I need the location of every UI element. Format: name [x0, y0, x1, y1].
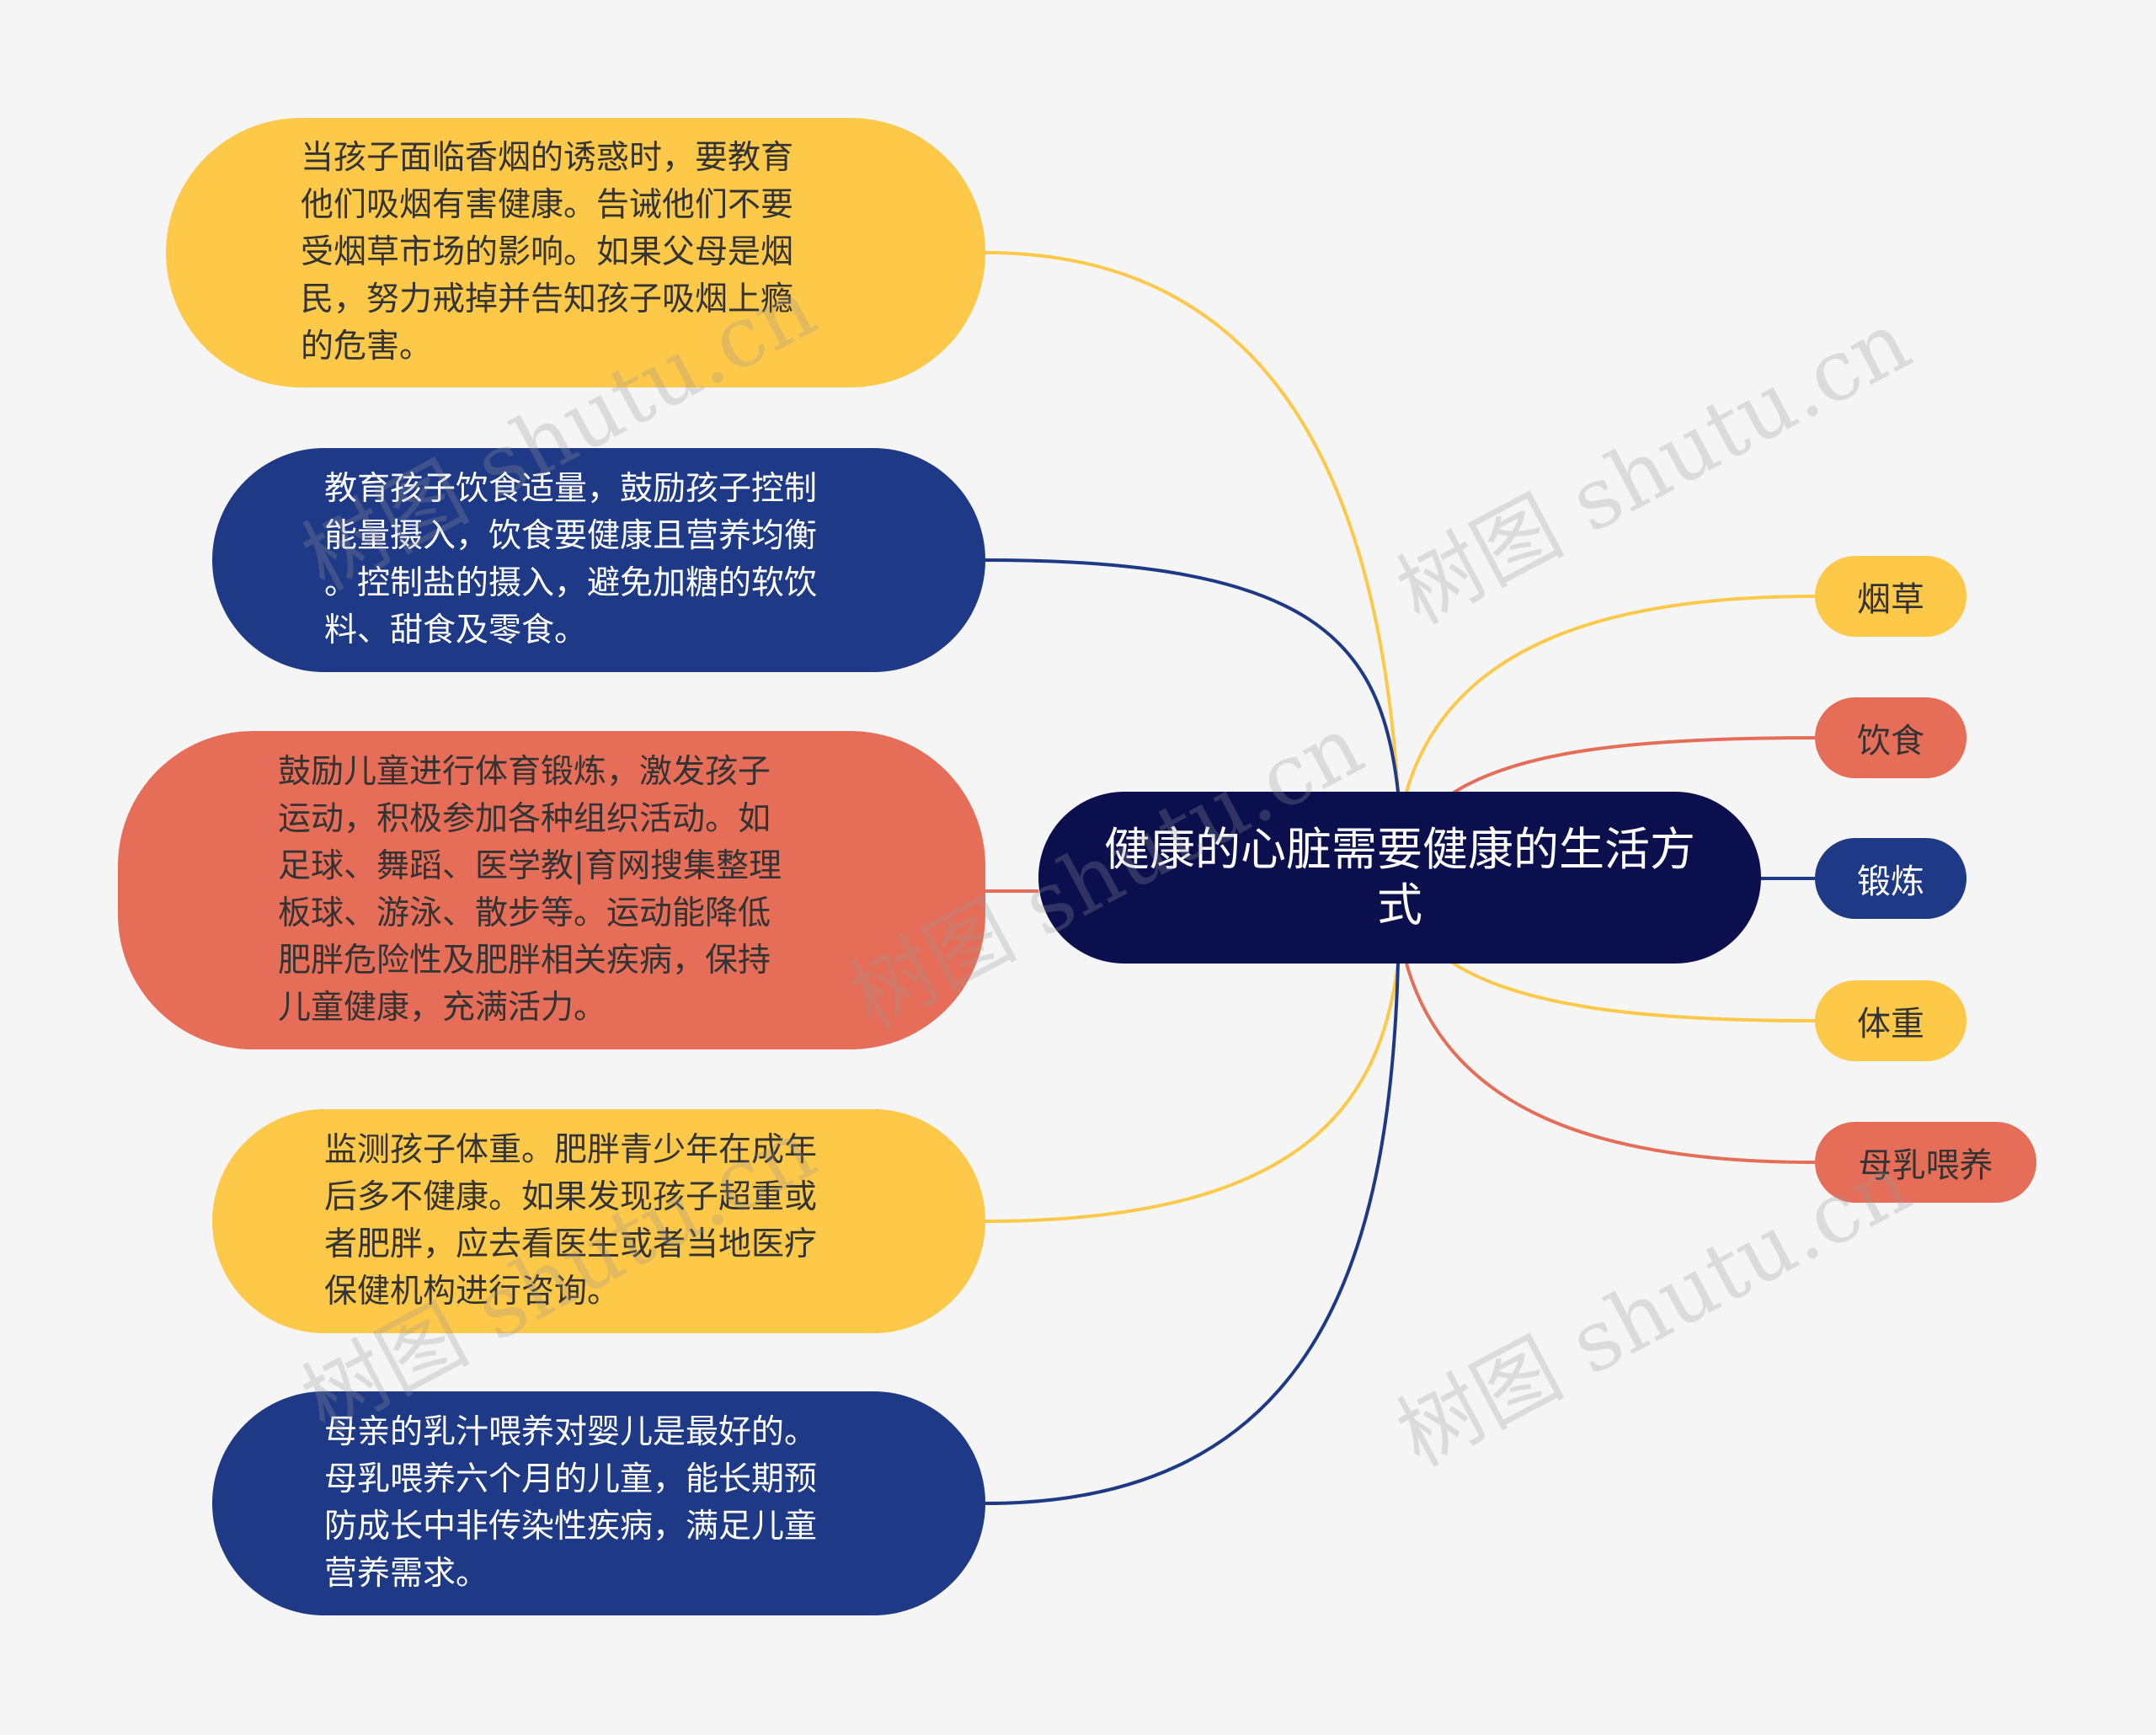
detail-text-smoking: 当孩子面临香烟的诱惑时，要教育 他们吸烟有害健康。告诫他们不要 受烟草市场的影响… — [301, 139, 794, 366]
detail-node-smoking[interactable]: 当孩子面临香烟的诱惑时，要教育 他们吸烟有害健康。告诫他们不要 受烟草市场的影响… — [166, 118, 985, 387]
label-node-diet[interactable]: 饮食 — [1815, 697, 1967, 778]
label-text-breastfeeding: 母乳喂养 — [1858, 1146, 1993, 1185]
detail-node-diet[interactable]: 教育孩子饮食适量，鼓励孩子控制 能量摄入，饮食要健康且营养均衡 。控制盐的摄入，… — [212, 448, 985, 672]
detail-node-breastfeeding[interactable]: 母亲的乳汁喂养对婴儿是最好的。 母乳喂养六个月的儿童，能长期预 防成长中非传染性… — [212, 1391, 985, 1615]
label-node-breastfeeding[interactable]: 母乳喂养 — [1815, 1122, 2036, 1203]
link-detail-breastfeeding — [985, 963, 1400, 1505]
label-node-exercise[interactable]: 锻炼 — [1815, 838, 1967, 919]
label-node-smoking[interactable]: 烟草 — [1815, 556, 1967, 637]
link-detail-smoking — [985, 251, 1400, 793]
detail-text-diet: 教育孩子饮食适量，鼓励孩子控制 能量摄入，饮食要健康且营养均衡 。控制盐的摄入，… — [324, 470, 818, 649]
link-label-breastfeeding — [1405, 963, 1816, 1164]
link-label-smoking — [1405, 595, 1816, 793]
link-detail-weight — [985, 963, 1400, 1223]
link-detail-diet — [985, 558, 1400, 793]
detail-node-weight[interactable]: 监测孩子体重。肥胖青少年在成年 后多不健康。如果发现孩子超重或 者肥胖，应去看医… — [212, 1109, 985, 1333]
label-text-exercise: 锻炼 — [1857, 862, 1924, 901]
link-label-diet — [1447, 736, 1816, 798]
detail-node-exercise[interactable]: 鼓励儿童进行体育锻炼，激发孩子 运动，积极参加各种组织活动。如 足球、舞蹈、医学… — [118, 731, 985, 1049]
detail-text-exercise: 鼓励儿童进行体育锻炼，激发孩子 运动，积极参加各种组织活动。如 足球、舞蹈、医学… — [278, 753, 782, 1027]
detail-text-breastfeeding: 母亲的乳汁喂养对婴儿是最好的。 母乳喂养六个月的儿童，能长期预 防成长中非传染性… — [324, 1413, 818, 1593]
label-text-smoking: 烟草 — [1857, 580, 1924, 619]
label-text-weight: 体重 — [1857, 1005, 1924, 1044]
link-label-weight — [1447, 958, 1816, 1022]
label-node-weight[interactable]: 体重 — [1815, 980, 1967, 1061]
detail-text-weight: 监测孩子体重。肥胖青少年在成年 后多不健康。如果发现孩子超重或 者肥胖，应去看医… — [324, 1131, 818, 1311]
label-text-diet: 饮食 — [1857, 722, 1924, 761]
central-topic-title: 健康的心脏需要健康的生活方式 — [1104, 823, 1695, 932]
central-topic[interactable]: 健康的心脏需要健康的生活方式 — [1038, 792, 1761, 964]
